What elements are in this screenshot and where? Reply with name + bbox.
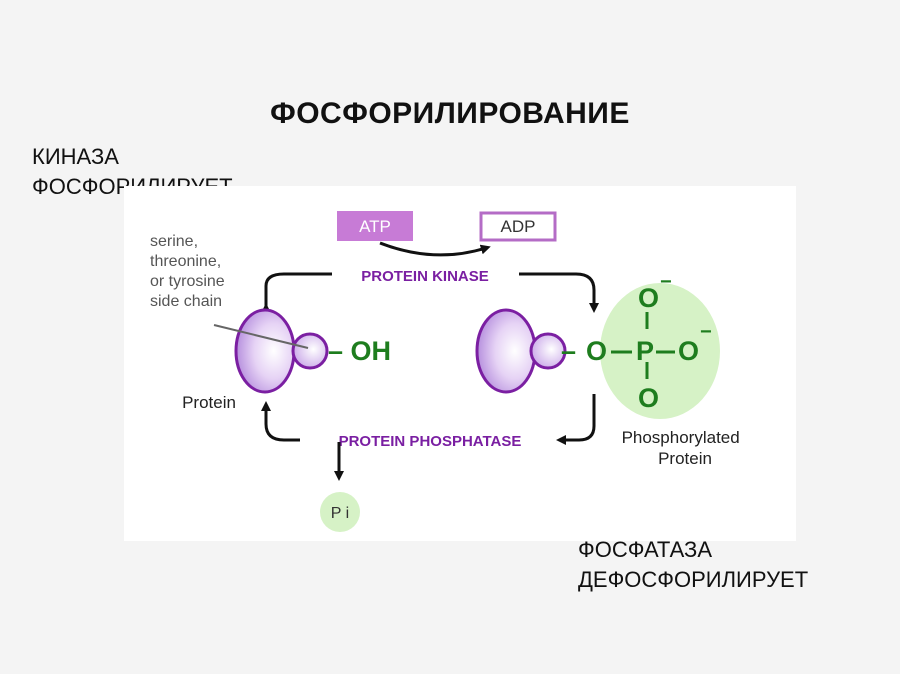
phosphorylated-protein-label: Phosphorylated Protein bbox=[622, 428, 745, 468]
charge-right: − bbox=[700, 321, 712, 343]
hydroxyl-group: – OH bbox=[328, 336, 391, 366]
charge-top: − bbox=[660, 271, 672, 293]
kinase-arc-right bbox=[519, 272, 599, 313]
side-chain-note-line-3: or tyrosine bbox=[150, 273, 225, 290]
diagram-panel: ATP ADP PROTEIN KINASE PROTEIN PHOSPHATA… bbox=[124, 186, 796, 541]
phosphorylated-protein-body bbox=[475, 308, 537, 394]
phosphate-o-right: O bbox=[678, 336, 699, 366]
pi-circle bbox=[320, 492, 360, 532]
protein-side-chain bbox=[291, 332, 329, 370]
side-chain-note-line-2: threonine, bbox=[150, 253, 221, 270]
phosphate-o-top: O bbox=[638, 283, 659, 313]
adp-label: ADP bbox=[501, 217, 536, 236]
phosphate-dash-left: – bbox=[561, 336, 576, 366]
phosphorylated-protein-side-chain bbox=[529, 332, 567, 370]
phosphate-o-bottom: O bbox=[638, 383, 659, 413]
phosphorylation-diagram: ATP ADP PROTEIN KINASE PROTEIN PHOSPHATA… bbox=[150, 211, 745, 532]
protein-label: Protein bbox=[182, 393, 236, 412]
pi-label: P i bbox=[331, 505, 349, 522]
atp-label: ATP bbox=[359, 217, 391, 236]
protein-body bbox=[234, 308, 296, 394]
protein-kinase-label: PROTEIN KINASE bbox=[361, 268, 489, 285]
phosphatase-arc-right bbox=[556, 394, 596, 445]
adp-box bbox=[479, 211, 557, 242]
phosphorus-atom: P bbox=[636, 336, 654, 366]
kinase-arc-left bbox=[261, 272, 332, 313]
slide-title: ФОСФОРИЛИРОВАНИЕ bbox=[270, 97, 630, 130]
side-chain-note: serine, threonine, or tyrosine side chai… bbox=[150, 233, 229, 310]
phosphatase-arc-left bbox=[261, 401, 300, 442]
side-chain-note-line-1: serine, bbox=[150, 233, 198, 250]
atp-to-adp-arrow bbox=[379, 241, 491, 257]
phosphorylated-label-line-2: Protein bbox=[658, 449, 712, 468]
phosphatase-caption-line-2: ДЕФОСФОРИЛИРУЕТ bbox=[578, 567, 809, 592]
kinase-caption-line-1: КИНАЗА bbox=[32, 144, 119, 169]
phosphate-o-left: O bbox=[586, 336, 607, 366]
phosphatase-caption-line-1: ФОСФАТАЗА bbox=[578, 537, 713, 562]
side-chain-pointer bbox=[213, 324, 309, 349]
protein-phosphatase-label: PROTEIN PHOSPHATASE bbox=[339, 433, 522, 450]
atp-box bbox=[337, 211, 413, 241]
phosphatase-caption: ФОСФАТАЗА ДЕФОСФОРИЛИРУЕТ bbox=[578, 535, 808, 595]
side-chain-note-line-4: side chain bbox=[150, 293, 222, 310]
phosphorylated-label-line-1: Phosphorylated bbox=[622, 428, 740, 447]
